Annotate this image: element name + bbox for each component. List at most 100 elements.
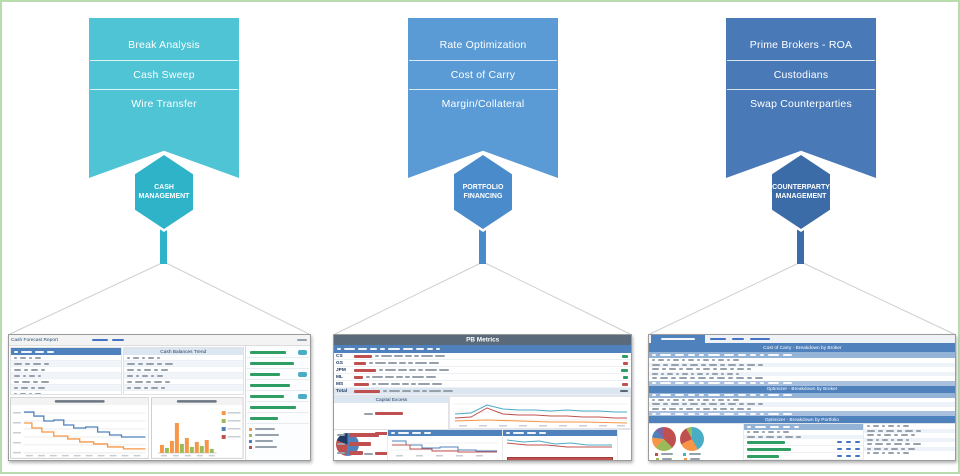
text-smudge — [151, 386, 158, 389]
text-smudge — [138, 362, 143, 365]
table-row: JPM — [334, 367, 631, 374]
tab-strip — [649, 335, 955, 344]
table-row — [649, 367, 955, 372]
alert-row — [247, 380, 309, 391]
text-smudge — [663, 363, 668, 366]
text-smudge — [652, 363, 660, 366]
text-smudge — [766, 435, 774, 438]
legend-item — [249, 444, 307, 450]
pending-item-row — [744, 446, 863, 453]
text-smudge — [747, 431, 750, 434]
text-smudge — [905, 429, 913, 432]
text-smudge — [755, 377, 763, 380]
text-smudge — [405, 355, 412, 357]
section-band-optimizer-broker: Optimizer - Breakdown by Broker — [649, 385, 955, 393]
action-chip — [298, 349, 307, 355]
table-row — [649, 376, 955, 381]
text-smudge — [747, 363, 755, 366]
detail-table-panel — [744, 424, 864, 460]
text-smudge — [768, 412, 779, 415]
text-smudge — [682, 363, 687, 366]
text-smudge — [25, 362, 30, 365]
text-smudge — [414, 355, 419, 357]
margin-bar-list — [334, 430, 388, 460]
text-smudge — [660, 412, 671, 415]
table-row — [864, 428, 955, 433]
cash-balance-trend-panel — [388, 430, 503, 460]
hexagon-portfolio-financing: PORTFOLIO FINANCING — [451, 152, 515, 232]
text-smudge — [727, 372, 733, 375]
text-smudge — [165, 380, 170, 383]
text-smudge — [708, 382, 720, 384]
capital-excess-panel: Capital Excess — [334, 396, 449, 456]
table-row — [11, 379, 121, 385]
text-smudge — [358, 348, 367, 350]
text-smudge — [728, 363, 736, 366]
text-smudge — [908, 447, 915, 450]
text-smudge — [768, 431, 774, 434]
text-smudge — [708, 412, 720, 415]
text-smudge — [424, 432, 431, 434]
text-smudge — [667, 398, 670, 401]
text-smudge — [886, 429, 894, 432]
text-smudge — [161, 368, 168, 371]
panel-header — [503, 430, 617, 436]
table-row — [864, 424, 955, 429]
legend-item — [249, 438, 307, 444]
text-smudge — [911, 434, 915, 437]
text-smudge — [412, 376, 424, 378]
text-smudge — [41, 380, 49, 383]
text-smudge — [758, 435, 763, 438]
banner-item-custodians: Custodians — [727, 60, 875, 89]
text-smudge — [701, 363, 706, 366]
text-smudge — [760, 394, 764, 396]
table-row — [11, 355, 121, 361]
text-smudge — [728, 377, 733, 380]
text-smudge — [652, 398, 655, 401]
table-row — [864, 451, 955, 456]
text-smudge — [157, 356, 160, 359]
text-smudge — [402, 383, 409, 385]
text-smudge — [755, 426, 766, 428]
hexagon-label: CASH — [154, 184, 174, 191]
text-smudge — [783, 412, 792, 415]
dashboard-header: Cash Forecast Report — [9, 335, 310, 346]
text-smudge — [724, 354, 734, 356]
text-smudge — [679, 377, 687, 380]
tab-link — [710, 338, 726, 340]
text-smudge — [913, 443, 921, 446]
text-smudge — [867, 429, 875, 432]
text-smudge — [652, 368, 659, 371]
text-smudge — [724, 412, 734, 415]
table-row — [744, 434, 863, 439]
text-smudge — [712, 398, 715, 401]
text-smudge — [675, 412, 684, 415]
table-row — [11, 385, 121, 391]
hexagon-counterparty-management: COUNTERPARTY MANAGEMENT — [769, 152, 833, 232]
text-smudge — [14, 350, 18, 353]
text-smudge — [891, 447, 898, 450]
text-smudge — [398, 432, 409, 434]
text-smudge — [652, 354, 656, 356]
text-smudge — [418, 369, 423, 371]
text-smudge — [753, 431, 759, 434]
text-smudge — [388, 362, 397, 364]
text-smudge — [413, 390, 420, 392]
text-smudge — [727, 398, 730, 401]
text-smudge — [736, 372, 739, 375]
text-smudge — [783, 394, 792, 396]
text-smudge — [688, 359, 694, 362]
text-smudge — [675, 354, 684, 356]
text-smudge — [412, 432, 421, 434]
text-smudge — [658, 398, 664, 401]
text-smudge — [698, 377, 706, 380]
text-smudge — [127, 356, 130, 359]
table-header-row — [744, 424, 863, 430]
side-table — [864, 424, 955, 460]
text-smudge — [660, 382, 671, 384]
text-smudge — [697, 372, 703, 375]
dashboard-title: PB Metrics — [465, 336, 500, 344]
text-smudge — [747, 403, 755, 406]
text-smudge — [875, 443, 883, 446]
table-row — [11, 391, 121, 394]
